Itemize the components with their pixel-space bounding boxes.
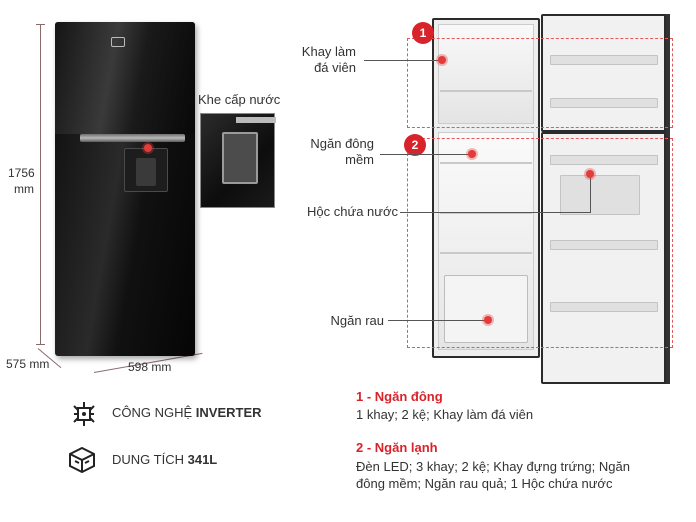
inverter-feature: CÔNG NGHỆ INVERTER: [112, 405, 262, 420]
brand-logo-icon: [111, 37, 125, 47]
section-fridge-body-line1: Đèn LED; 3 khay; 2 kệ; Khay đựng trứng; …: [356, 459, 630, 474]
water-dispenser-marker: [144, 144, 152, 152]
depth-dimension-value: 575 mm: [6, 357, 50, 371]
ice-tray-leader: [364, 60, 442, 61]
water-dispenser-slot: [136, 158, 156, 186]
height-dimension-cap-top: [36, 24, 45, 25]
soft-freezer-leader: [380, 154, 470, 155]
soft-freezer-label-line2: mềm: [345, 152, 374, 167]
ice-tray-marker: [438, 56, 446, 64]
width-dimension-value: 598 mm: [128, 360, 172, 374]
zone-badge-2: 2: [404, 134, 426, 156]
fridge-handle: [80, 134, 185, 142]
freezer-door-shelf-2: [550, 98, 658, 108]
fridge-door-shelf-1: [550, 155, 658, 165]
fridge-door-shelf-3: [550, 302, 658, 312]
fridge-door-water-box: [560, 175, 640, 215]
crisper-leader: [388, 320, 488, 321]
freezer-zone-outline: [407, 38, 673, 128]
section-fridge-body-line2: đông mềm; Ngăn rau quả; 1 Hộc chứa nước: [356, 476, 613, 491]
fridge-door-inside: [541, 132, 666, 384]
capacity-feature: DUNG TÍCH 341L: [112, 452, 217, 467]
dispenser-zoom-slot: [222, 132, 258, 184]
height-dimension-value: 1756: [8, 166, 35, 180]
freezer-door-shelf-1: [550, 55, 658, 65]
freezer-compartment: [438, 24, 534, 124]
crisper-label: Ngăn rau: [330, 313, 384, 328]
ice-tray-label-line2: đá viên: [314, 60, 356, 75]
zone-badge-1: 1: [412, 22, 434, 44]
section-freezer-body: 1 khay; 2 kệ; Khay làm đá viên: [356, 407, 534, 422]
inverter-icon: [73, 402, 95, 426]
capacity-feature-bold: 341L: [187, 452, 218, 467]
dispenser-zoom-label-strip: [236, 117, 276, 123]
section-freezer-title: 1 - Ngăn đông: [356, 389, 443, 404]
water-box-leader: [400, 212, 590, 213]
height-dimension-line: [40, 24, 41, 344]
inverter-feature-prefix: CÔNG NGHỆ: [112, 405, 196, 420]
crisper-marker: [484, 316, 492, 324]
water-box-leader-vertical: [590, 176, 591, 213]
water-box-marker: [586, 170, 594, 178]
soft-freezer-marker: [468, 150, 476, 158]
ice-tray-label-line1: Khay làm: [301, 44, 356, 59]
fresh-shelf-2: [440, 212, 532, 214]
freezer-shelf: [440, 90, 532, 92]
fresh-shelf-1: [440, 162, 532, 164]
water-slot-label: Khe cấp nước: [198, 92, 281, 107]
door-edge: [664, 14, 670, 384]
freezer-door-inside: [541, 14, 666, 132]
water-box-label: Hộc chứa nước: [307, 204, 398, 219]
inverter-feature-bold: INVERTER: [195, 405, 262, 420]
fresh-zone-outline: [407, 138, 673, 348]
capacity-feature-prefix: DUNG TÍCH: [112, 452, 188, 467]
fridge-door-shelf-2: [550, 240, 658, 250]
section-fridge-title: 2 - Ngăn lạnh: [356, 440, 438, 455]
crisper-drawer: [444, 275, 528, 343]
fresh-shelf-3: [440, 252, 532, 254]
height-dimension-unit: mm: [14, 182, 34, 196]
fridge-freezer-door: [55, 22, 195, 134]
soft-freezer-label-line1: Ngăn đông: [310, 136, 374, 151]
height-dimension-cap-bottom: [36, 344, 45, 345]
capacity-icon: [69, 446, 95, 474]
